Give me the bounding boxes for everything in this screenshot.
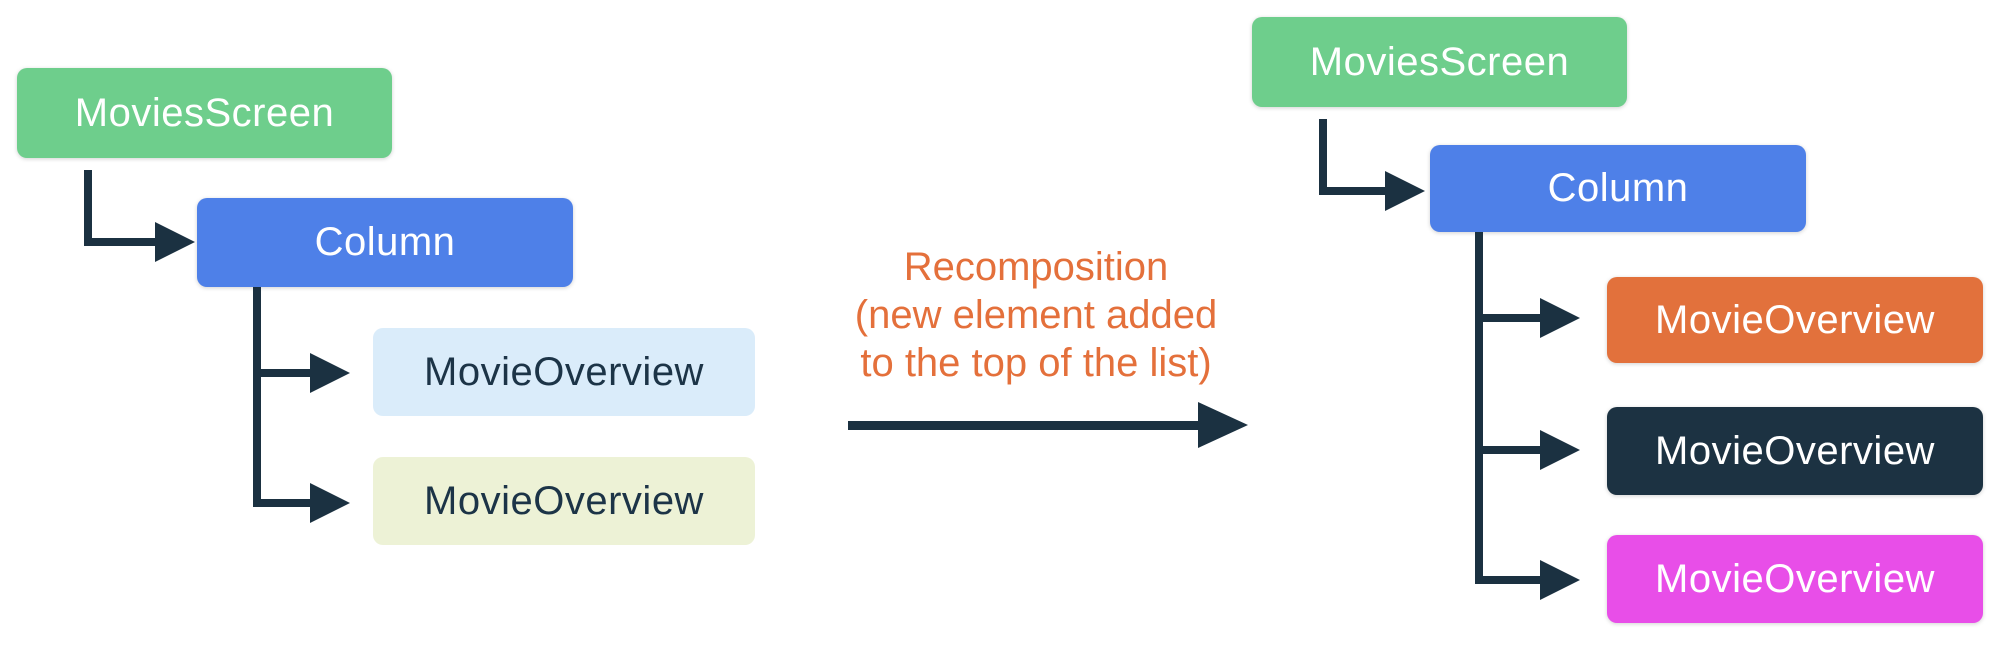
right-root-connector-vertical	[1319, 119, 1327, 195]
right-branch1-line	[1475, 314, 1540, 322]
left-column-label: Column	[314, 220, 456, 264]
right-moviesscreen-label: MoviesScreen	[1309, 39, 1570, 84]
left-column-node: Column	[197, 198, 573, 287]
right-root-arrowhead-icon	[1385, 171, 1425, 211]
left-root-connector-vertical	[84, 170, 92, 246]
recomposition-caption-line3: to the top of the list)	[860, 341, 1212, 385]
recomposition-caption-line2: (new element added	[854, 293, 1218, 337]
right-column-label: Column	[1547, 166, 1689, 210]
right-branch2-line	[1475, 446, 1540, 454]
left-column-trunk	[253, 287, 261, 507]
right-movieoverview3-label: MovieOverview	[1655, 556, 1935, 601]
right-movieoverview2-node: MovieOverview	[1607, 407, 1983, 495]
right-movieoverview3-node: MovieOverview	[1607, 535, 1983, 623]
right-column-node: Column	[1430, 145, 1806, 232]
right-branch3-line	[1475, 576, 1540, 584]
left-branch1-line	[253, 369, 313, 377]
left-movieoverview2-label: MovieOverview	[424, 478, 704, 523]
left-root-connector-horizontal	[84, 238, 156, 246]
left-movieoverview2-node: MovieOverview	[373, 457, 755, 545]
recomposition-caption-line1: Recomposition	[903, 245, 1169, 289]
right-branch3-arrowhead-icon	[1540, 560, 1580, 600]
recomposition-arrow-line	[848, 421, 1203, 430]
left-moviesscreen-node: MoviesScreen	[17, 68, 392, 158]
right-branch1-arrowhead-icon	[1540, 298, 1580, 338]
left-branch1-arrowhead-icon	[310, 353, 350, 393]
right-moviesscreen-node: MoviesScreen	[1252, 17, 1627, 107]
left-branch2-arrowhead-icon	[310, 483, 350, 523]
left-root-arrowhead-icon	[155, 222, 195, 262]
right-movieoverview2-label: MovieOverview	[1655, 428, 1935, 473]
right-column-trunk	[1475, 232, 1483, 584]
left-movieoverview1-label: MovieOverview	[424, 349, 704, 394]
left-movieoverview1-node: MovieOverview	[373, 328, 755, 416]
right-movieoverview1-label: MovieOverview	[1655, 297, 1935, 342]
left-branch2-line	[253, 499, 313, 507]
right-branch2-arrowhead-icon	[1540, 430, 1580, 470]
recomposition-caption: Recomposition (new element added to the …	[811, 243, 1261, 387]
recomposition-arrowhead-icon	[1198, 402, 1248, 448]
right-root-connector-horizontal	[1319, 187, 1387, 195]
left-moviesscreen-label: MoviesScreen	[74, 90, 335, 135]
right-movieoverview1-node: MovieOverview	[1607, 277, 1983, 363]
